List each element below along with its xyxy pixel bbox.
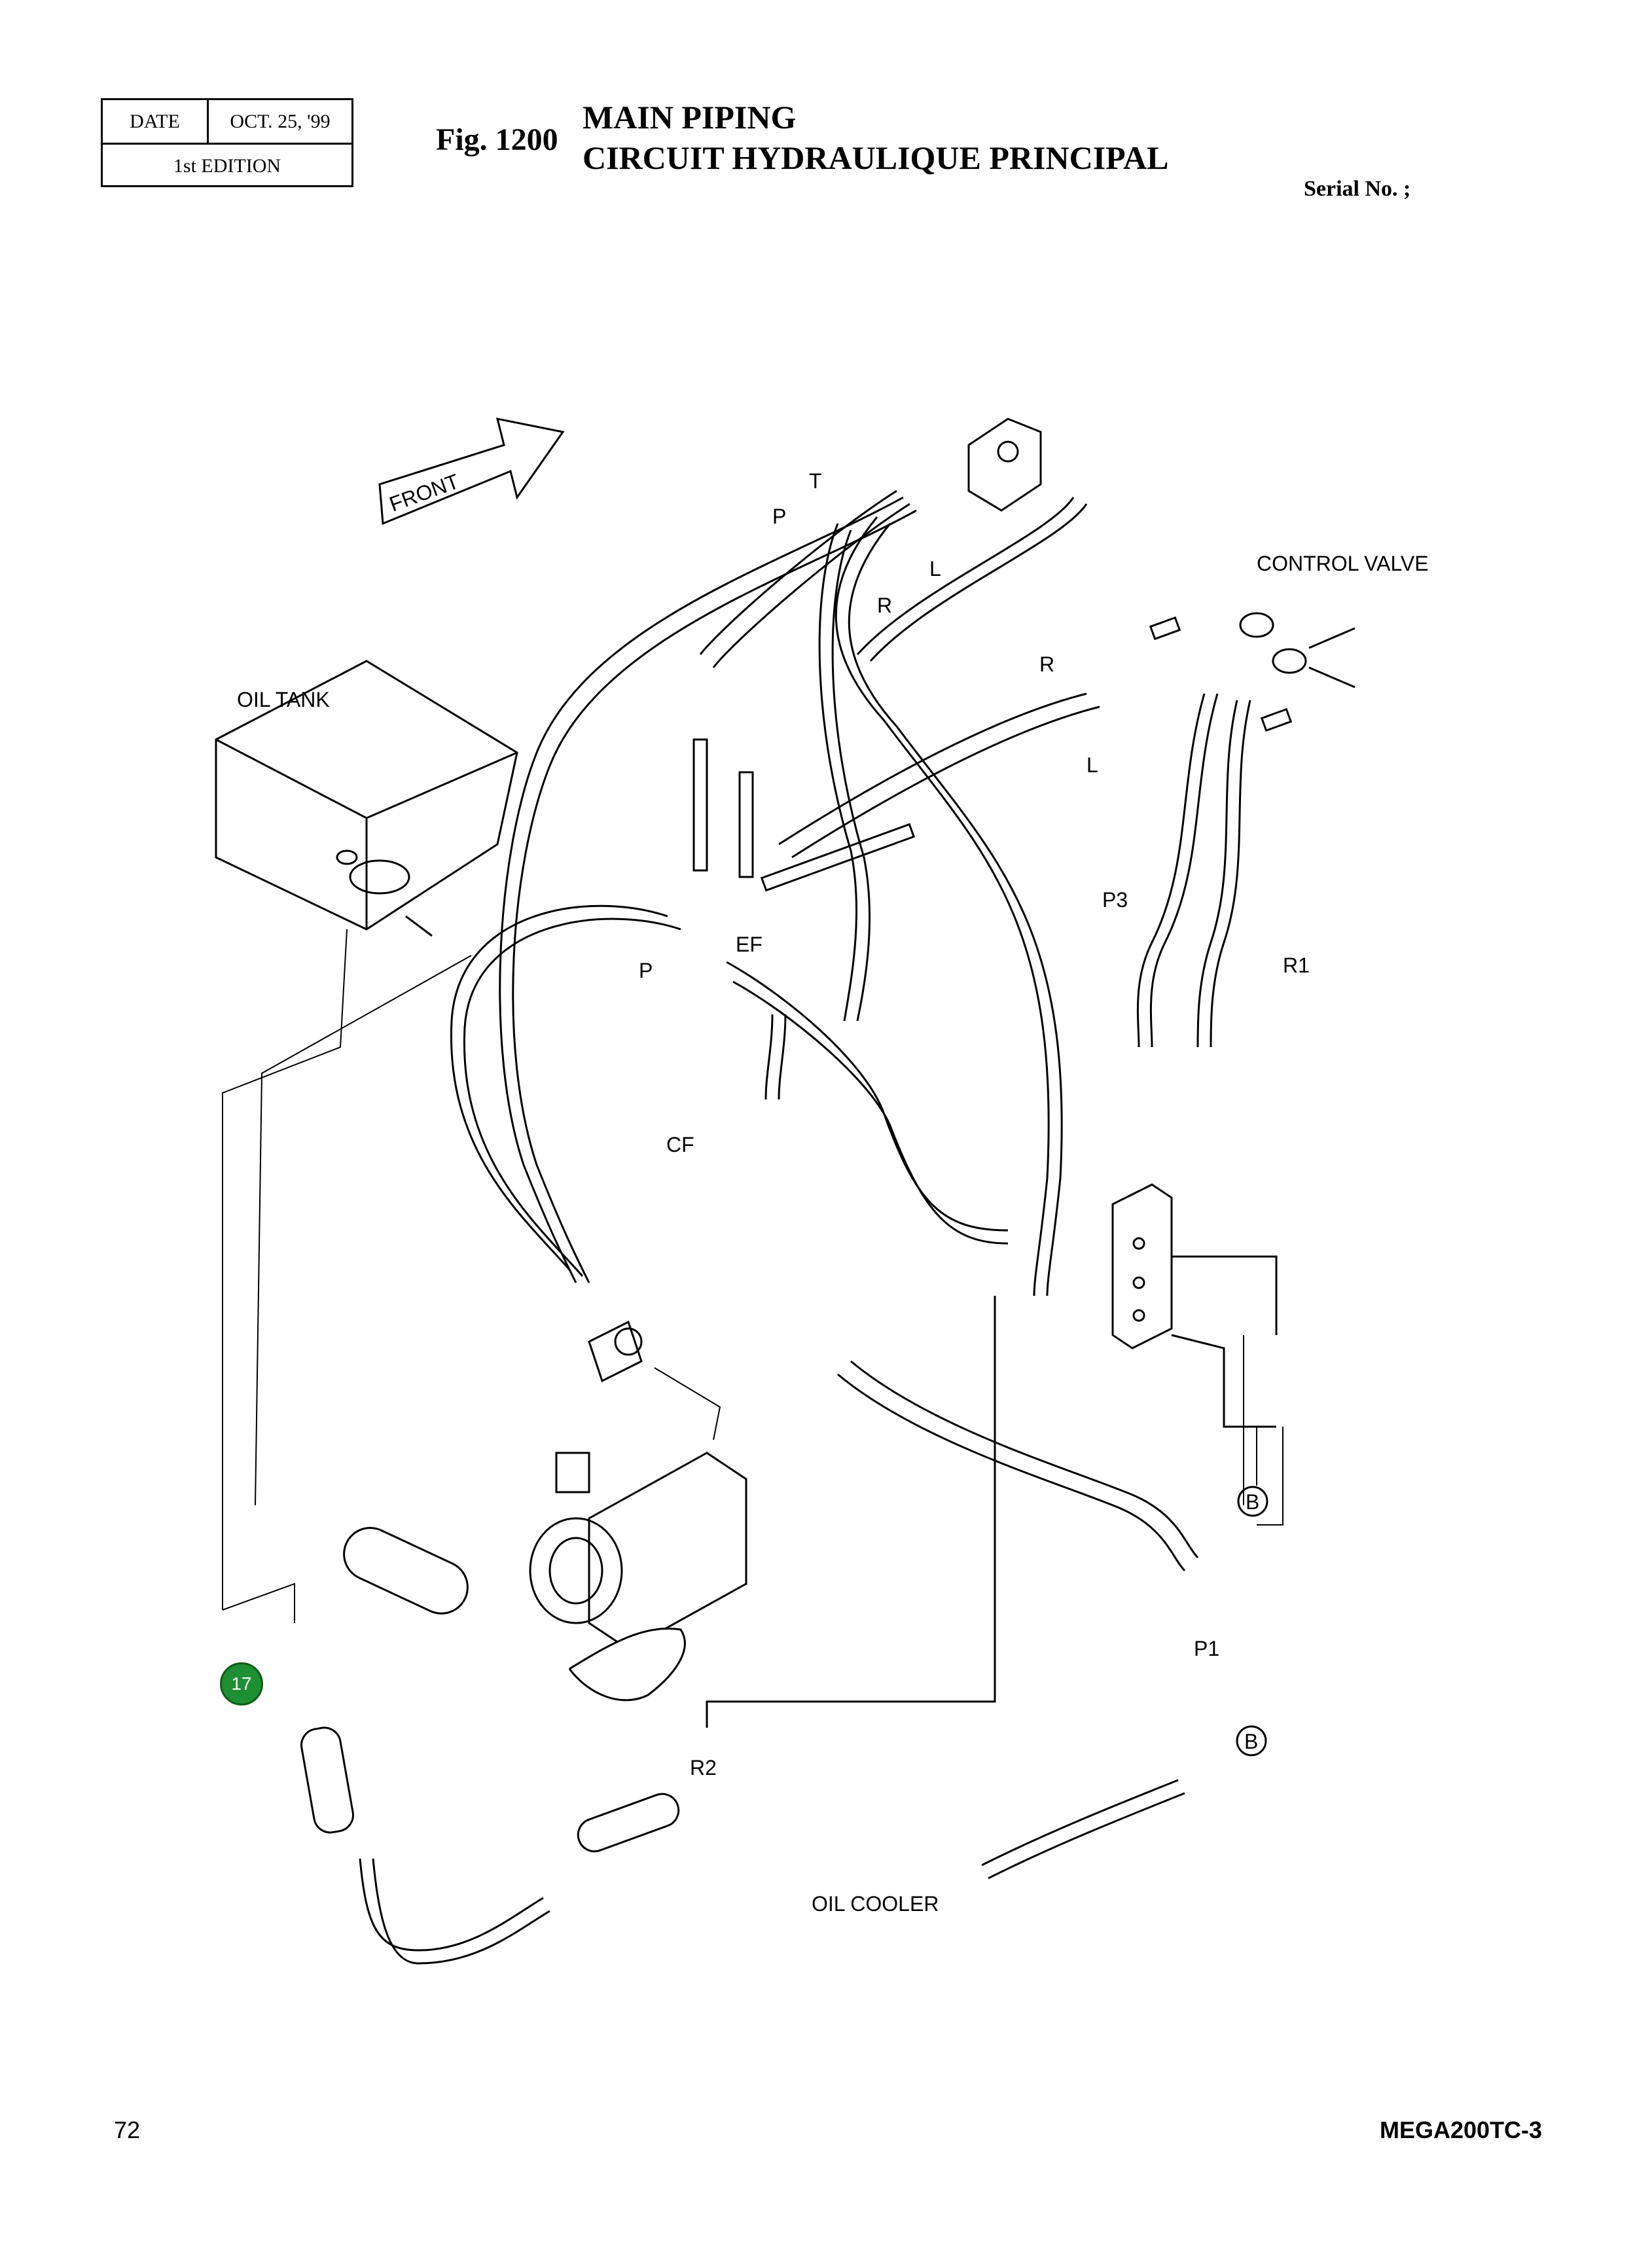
front-arrow: FRONT [378,418,565,526]
date-label: DATE [103,100,209,143]
label-p1: P1 [1194,1637,1219,1660]
control-valve-fittings [1149,612,1356,732]
model-number: MEGA200TC-3 [1380,2116,1543,2143]
label-p-mid: P [639,959,653,982]
steering-unit [967,418,1042,512]
label-b1: B [1246,1490,1259,1514]
pump-assembly [529,1320,747,1651]
label-p-top: P [772,505,786,528]
date-row: DATE OCT. 25, '99 [103,100,351,145]
leader-lines [222,929,1284,1623]
edition-label: 1st EDITION [173,154,281,177]
page-number: 72 [114,2116,141,2143]
label-cf: CF [666,1133,694,1156]
label-oil-tank: OIL TANK [237,688,330,711]
label-l-top: L [929,557,941,580]
label-r2: R2 [690,1756,717,1779]
callout-17[interactable]: 17 [220,1662,263,1705]
label-r-top: R [877,594,892,617]
label-r-right: R [1039,652,1054,676]
diagram-labels: OIL TANK CONTROL VALVE OIL COOLER T P L … [237,469,1429,1916]
label-b2: B [1244,1730,1258,1753]
figure-number: Fig. 1200 [436,122,558,157]
title-english: MAIN PIPING [583,99,797,135]
label-control-valve: CONTROL VALVE [1257,552,1429,575]
date-value: OCT. 25, '99 [230,110,331,132]
suction-hoses [300,1527,686,1853]
label-l-right: L [1086,753,1098,777]
valve-block [706,1183,1278,1728]
pipe-bracket-group [692,738,916,892]
hoses [359,490,1251,1965]
label-ef: EF [736,933,763,956]
title-french: CIRCUIT HYDRAULIQUE PRINCIPAL [583,139,1169,176]
label-oil-cooler: OIL COOLER [812,1892,939,1916]
label-p3: P3 [1102,888,1128,912]
label-r1: R1 [1283,954,1310,977]
serial-number: Serial No. ; [1304,177,1411,201]
label-t: T [809,469,822,493]
oil-tank-drawing [215,660,518,937]
date-box: DATE OCT. 25, '99 1st EDITION [101,98,353,187]
